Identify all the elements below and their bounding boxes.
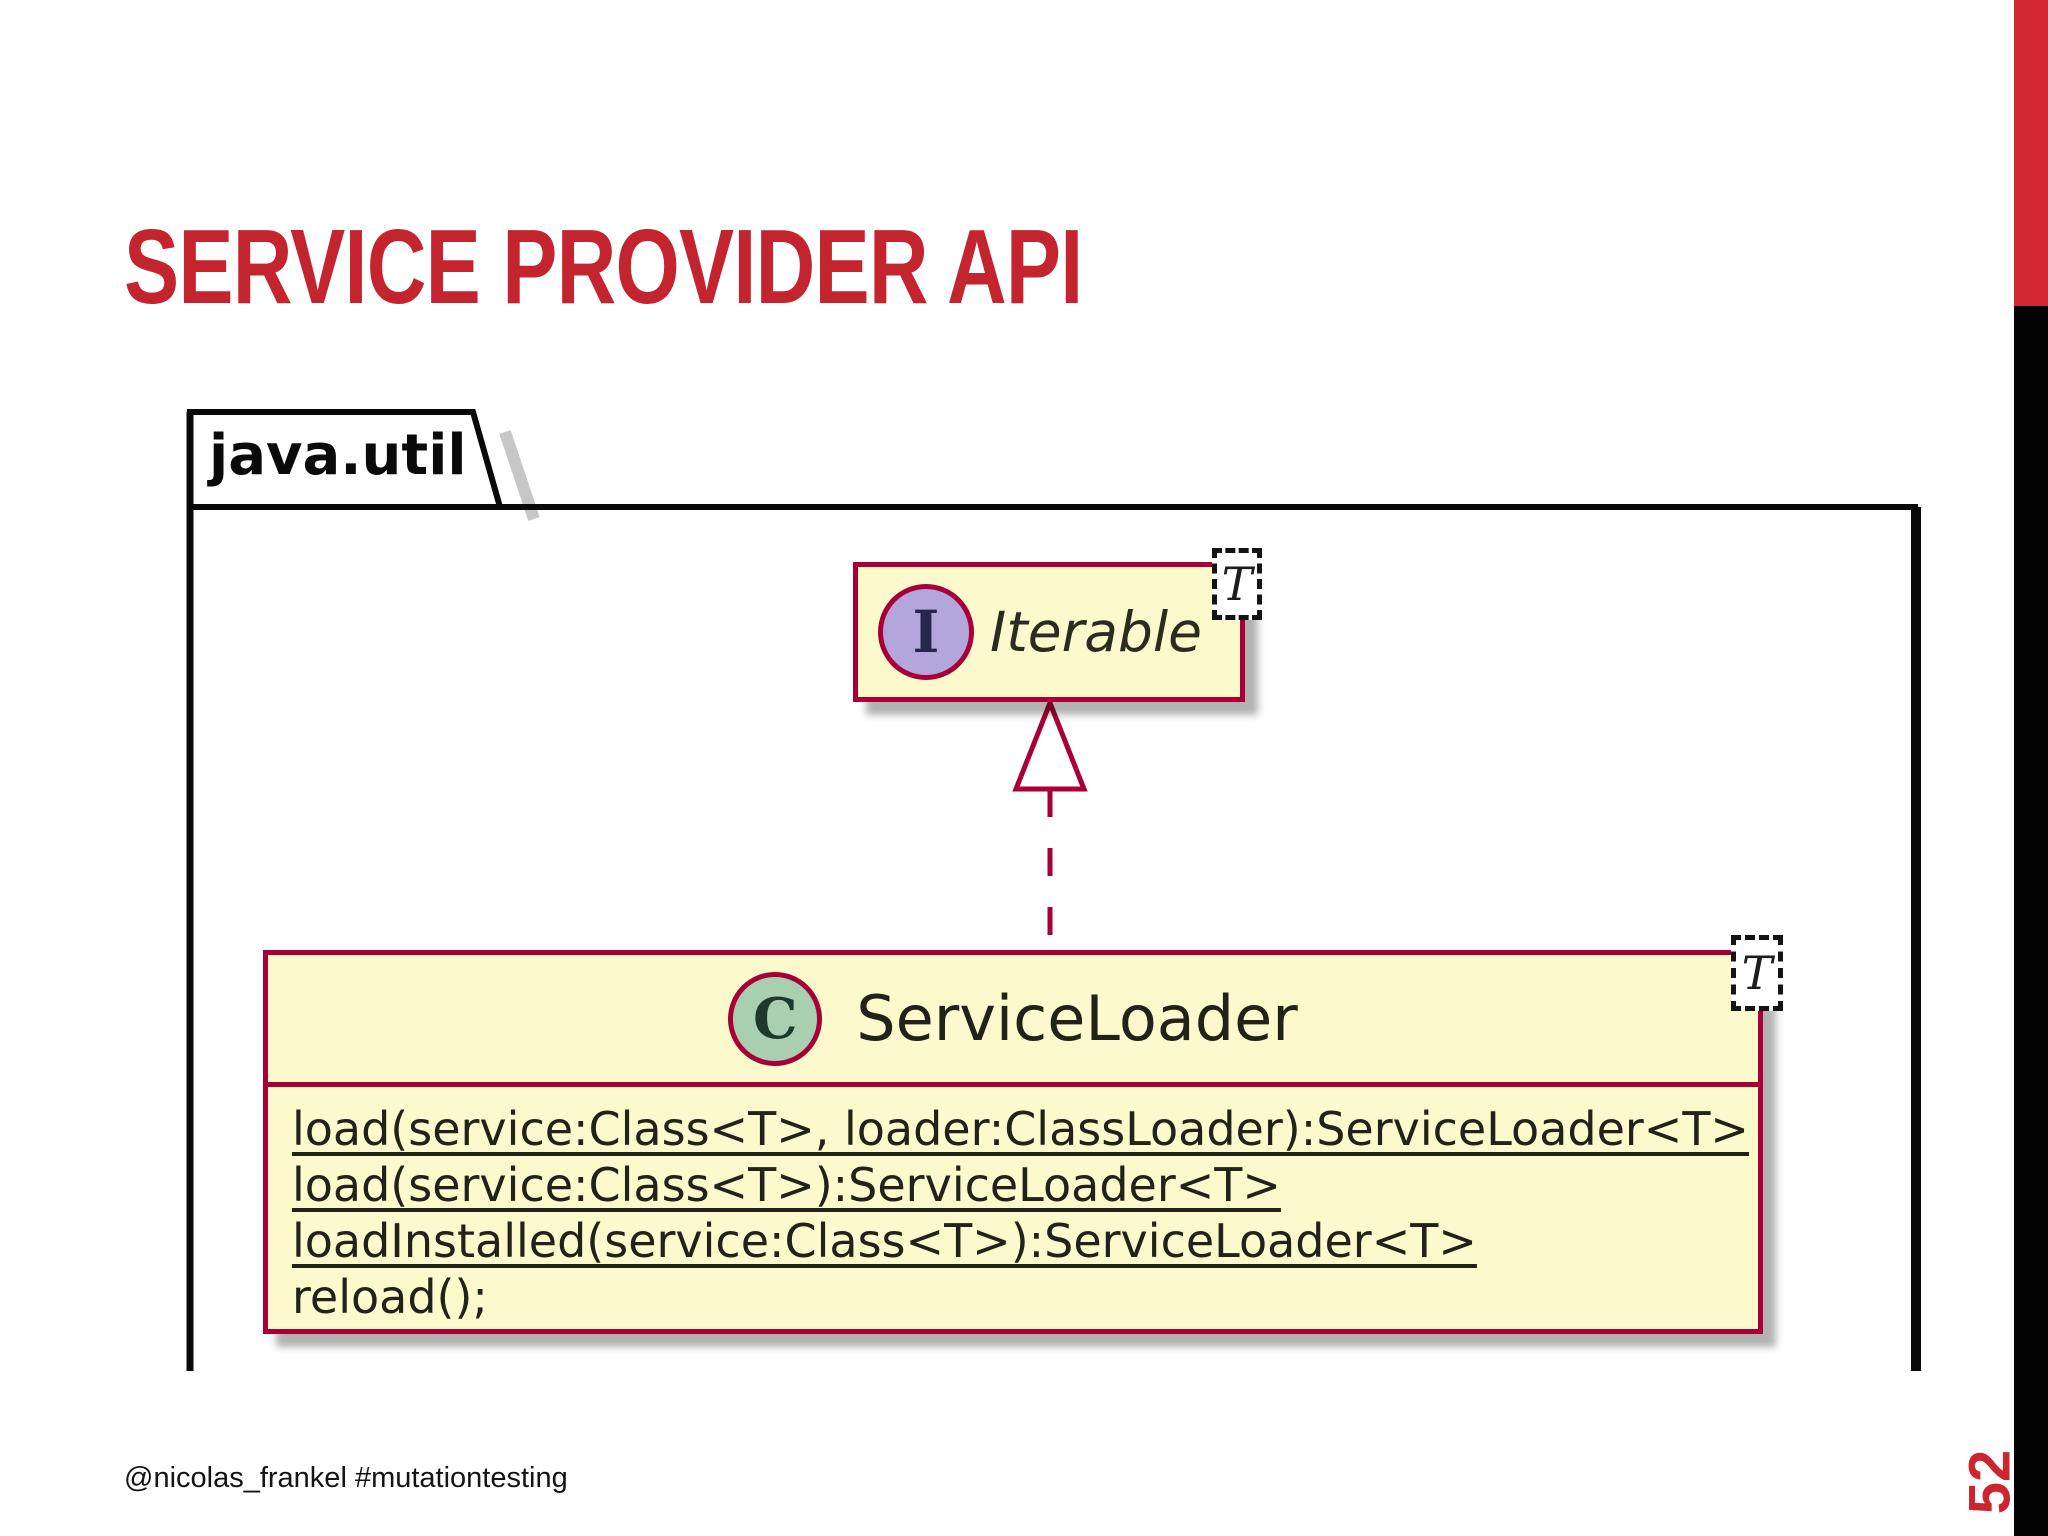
class-box-serviceloader: C ServiceLoader load(service:Class<T>, l… [263, 950, 1763, 1334]
class-methods-compartment: load(service:Class<T>, loader:ClassLoade… [268, 1087, 1758, 1325]
package-name-label: java.util [209, 423, 467, 488]
interface-generic-type-box: T [1212, 548, 1262, 620]
edge-strip-black [2014, 306, 2048, 1536]
method-load-with-loader: load(service:Class<T>, loader:ClassLoade… [292, 1102, 1749, 1156]
method-load: load(service:Class<T>):ServiceLoader<T> [292, 1158, 1281, 1212]
method-reload: reload(); [292, 1270, 488, 1324]
class-generic-type-box: T [1731, 935, 1783, 1011]
realization-arrowhead [1012, 696, 1088, 792]
class-header: C ServiceLoader [268, 955, 1758, 1087]
slide-title: SERVICE PROVIDER API [124, 208, 1083, 326]
class-name: ServiceLoader [856, 982, 1298, 1055]
interface-box-iterable: I Iterable [853, 562, 1245, 702]
footer-handle-hashtag: @nicolas_frankel #mutationtesting [124, 1462, 568, 1494]
interface-spot-icon: I [878, 584, 974, 680]
class-spot-icon: C [728, 971, 823, 1066]
interface-name: Iterable [990, 600, 1202, 664]
method-load-installed: loadInstalled(service:Class<T>):ServiceL… [292, 1214, 1477, 1268]
edge-strip-red [2014, 0, 2048, 306]
